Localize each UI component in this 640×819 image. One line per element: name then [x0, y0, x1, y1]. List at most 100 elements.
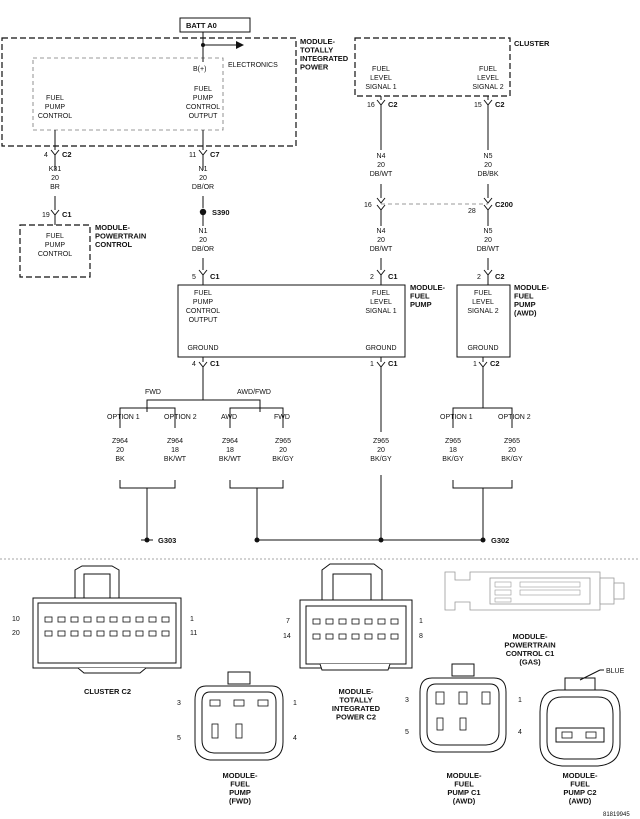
- connector-cavity: [325, 618, 334, 625]
- ground-g303: G303: [158, 536, 176, 545]
- conn-awd-c2a-pin: 2: [477, 274, 481, 281]
- c200-left-pin: 16: [364, 202, 372, 209]
- conn-pcm: C1: [62, 210, 72, 219]
- connector-cavity: [338, 633, 347, 640]
- connector-cavity: [377, 633, 386, 640]
- connector-cavity: [390, 618, 399, 625]
- connector-cavity: [338, 618, 347, 625]
- fuel-pump-box: [177, 284, 406, 358]
- cluster-c2-connector: [32, 565, 182, 674]
- tipm-c2-pin-8: 8: [419, 633, 423, 640]
- tipm-box: [1, 37, 297, 147]
- connector-cavity: [312, 618, 321, 625]
- connector-cavity: [364, 618, 373, 625]
- batt-label: BATT A0: [186, 21, 217, 30]
- connector-cavity: [122, 630, 131, 637]
- awd-ground: GROUND: [467, 345, 498, 352]
- fp-c1-awd-pin-5: 5: [405, 729, 409, 736]
- fp-c1-awd-pin-1: 1: [518, 697, 522, 704]
- connector-cavity: [122, 616, 131, 623]
- conn-fp-c1d: C1: [388, 359, 398, 368]
- connector-cavity: [351, 633, 360, 640]
- connector-cavity: [148, 616, 157, 623]
- conn-cl-c2a: C2: [388, 100, 398, 109]
- cluster-box: [354, 37, 511, 97]
- tipm-c2-pin-14: 14: [283, 633, 291, 640]
- connector-cavity: [70, 616, 79, 623]
- opt2-a: OPTION 2: [164, 414, 197, 421]
- opt1-a: OPTION 1: [107, 414, 140, 421]
- connector-cavity: [96, 630, 105, 637]
- splice-dot: [199, 208, 207, 216]
- fp-fwd-pin-3: 3: [177, 700, 181, 707]
- connector-cavity: [44, 616, 53, 623]
- cluster-name: CLUSTER: [514, 39, 550, 48]
- conn-tip-c7: C7: [210, 150, 220, 159]
- batt-box: [179, 17, 251, 33]
- connector-cavity: [161, 630, 170, 637]
- connector-cavity: [44, 630, 53, 637]
- ground-brackets: [119, 475, 513, 541]
- tipm-c2-pins: [312, 618, 399, 640]
- tipm-c2-pin-7: 7: [286, 618, 290, 625]
- conn-tip-c2: C2: [62, 150, 72, 159]
- tipm-c2-pin-1: 1: [419, 618, 423, 625]
- connector-cavity: [70, 630, 79, 637]
- cluster-c2-pin-11: 11: [190, 630, 197, 637]
- connector-cavity: [109, 630, 118, 637]
- conn-cl-c2b: C2: [495, 100, 505, 109]
- connector-cavity: [135, 616, 144, 623]
- conn-awd-c2b: C2: [490, 359, 500, 368]
- connector-cavity: [377, 618, 386, 625]
- fp-fwd-pin-1: 1: [293, 700, 297, 707]
- opt-fwd2: FWD: [274, 414, 290, 421]
- pcm-box: [19, 224, 91, 278]
- conn-fp-c1b-pin: 2: [370, 274, 374, 281]
- connector-cavity: [390, 633, 399, 640]
- conn-fp-c1c-pin: 4: [192, 361, 196, 368]
- fp-c2-awd-connector: [539, 677, 621, 767]
- arrow-icon: [236, 41, 244, 49]
- fp-c1-awd-connector: [419, 663, 507, 753]
- conn-fp-c1c: C1: [210, 359, 220, 368]
- fp-ground-right: GROUND: [365, 345, 396, 352]
- fp-c2-awd-blue: BLUE: [606, 668, 625, 675]
- connector-cavity: [83, 616, 92, 623]
- conn-pcm-pin: 19: [42, 212, 50, 219]
- fp-fwd-pin-4: 4: [293, 735, 297, 742]
- conn-fp-c1a-pin: 5: [192, 274, 196, 281]
- cluster-c2-pins: [44, 616, 170, 637]
- cluster-c2-pin-10: 10: [12, 616, 20, 623]
- opt1-b: OPTION 1: [440, 414, 473, 421]
- fp-c1-awd-pin-4: 4: [518, 729, 522, 736]
- fp-c1-awd-pin-3: 3: [405, 697, 409, 704]
- connector-cavity: [148, 630, 157, 637]
- opt-awdfwd: AWD/FWD: [237, 389, 271, 396]
- fp-fwd-pin-5: 5: [177, 735, 181, 742]
- connector-cavity: [161, 616, 170, 623]
- conn-awd-c2b-pin: 1: [473, 361, 477, 368]
